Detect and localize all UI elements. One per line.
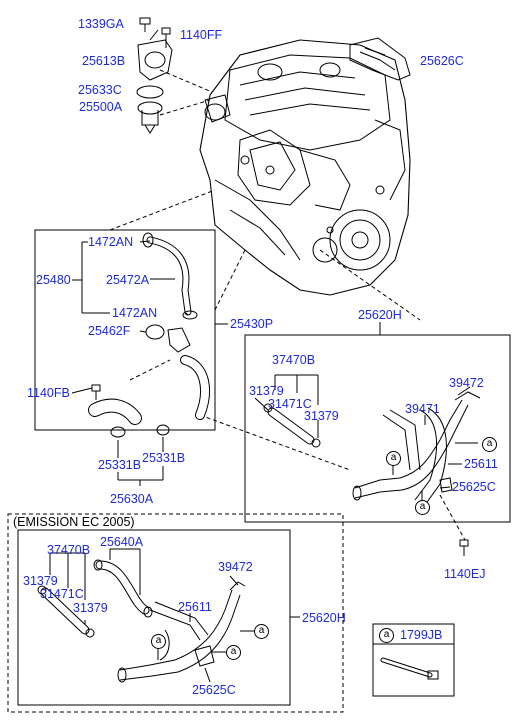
leader-lines-right-bracket	[254, 374, 319, 438]
hose-25640A	[93, 559, 153, 618]
label-25480: 25480	[36, 273, 71, 287]
label-25500A: 25500A	[79, 100, 123, 114]
o-ring-25462F	[145, 324, 165, 340]
leader-lines-25331B	[117, 437, 164, 486]
label-25620H-bottom: 25620H	[302, 611, 346, 625]
thermostat-housing-25613B	[137, 29, 173, 81]
callout-a-4: a	[151, 634, 166, 649]
leader-lines-emission-right	[157, 575, 256, 683]
emission-variant-title: (EMISSION EC 2005)	[13, 515, 135, 529]
leader-lines-left-bracket	[72, 240, 228, 333]
bolt-1140FB	[71, 384, 101, 400]
cable-tie-1799JB	[380, 657, 439, 680]
label-25626C: 25626C	[420, 54, 464, 68]
emission-variant-frame	[7, 513, 344, 713]
label-25331B-a: 25331B	[98, 458, 142, 472]
callout-a-6: a	[226, 645, 241, 660]
label-25640A: 25640A	[100, 535, 144, 549]
callout-a-2: a	[386, 451, 401, 466]
label-1140FF: 1140FF	[180, 28, 223, 42]
label-31379-b: 31379	[304, 409, 339, 423]
hose-25630A	[88, 398, 170, 438]
label-1339GA: 1339GA	[78, 17, 124, 31]
label-25633C: 25633C	[78, 83, 122, 97]
label-31379-a: 31379	[249, 384, 284, 398]
label-31471C-bottom: 31471C	[40, 587, 84, 601]
label-39472-top: 39472	[449, 376, 484, 390]
label-1140EJ: 1140EJ	[444, 567, 486, 581]
bolt-1339GA	[139, 17, 151, 32]
water-pipe-assembly-bottom	[117, 581, 246, 683]
callout-a-5: a	[254, 624, 269, 639]
label-25630A: 25630A	[110, 492, 154, 506]
label-25625C-top: 25625C	[452, 480, 496, 494]
pipe-assembly-frame-25620H	[244, 334, 511, 523]
label-37470B-bottom: 37470B	[47, 543, 91, 557]
label-39472-bottom: 39472	[218, 560, 253, 574]
label-25462F: 25462F	[88, 324, 131, 338]
label-31379-c: 31379	[23, 574, 58, 588]
assembly-guide-lines	[109, 69, 466, 541]
legend-box	[372, 623, 455, 697]
label-1472AN-bottom: 1472AN	[112, 306, 158, 320]
callout-a-1: a	[482, 437, 497, 452]
pipe-31471C-bottom	[37, 585, 95, 638]
gasket-25633C	[136, 85, 164, 99]
cover-25626C	[349, 37, 411, 81]
pipe-31471C-top	[263, 403, 321, 448]
label-25611-top: 25611	[464, 457, 498, 471]
label-39471: 39471	[405, 402, 440, 416]
hose-25472A	[142, 232, 198, 320]
label-25611-bottom: 25611	[178, 600, 212, 614]
bolt-1140EJ	[459, 539, 469, 556]
label-37470B-top: 37470B	[272, 353, 316, 367]
label-25472A: 25472A	[106, 273, 150, 287]
callout-a-3: a	[415, 500, 430, 515]
thermostat-25500A	[137, 101, 163, 134]
label-31379-d: 31379	[73, 601, 108, 615]
legend-callout-a: a	[379, 628, 394, 643]
legend-part-code: 1799JB	[400, 628, 443, 642]
leader-lines-right-labels	[392, 386, 478, 500]
label-25613B: 25613B	[82, 54, 126, 68]
label-1472AN-top: 1472AN	[88, 235, 134, 249]
label-25625C-bottom: 25625C	[192, 683, 236, 697]
engine-block-illustration	[199, 39, 411, 296]
label-25620H-top: 25620H	[358, 308, 402, 322]
water-pipe-25430P	[167, 327, 210, 420]
label-25331B-b: 25331B	[142, 451, 186, 465]
label-31471C-top: 31471C	[268, 397, 312, 411]
label-25430P: 25430P	[230, 317, 274, 331]
label-1140FB: 1140FB	[27, 386, 70, 400]
water-pipe-assembly-top	[352, 391, 481, 506]
